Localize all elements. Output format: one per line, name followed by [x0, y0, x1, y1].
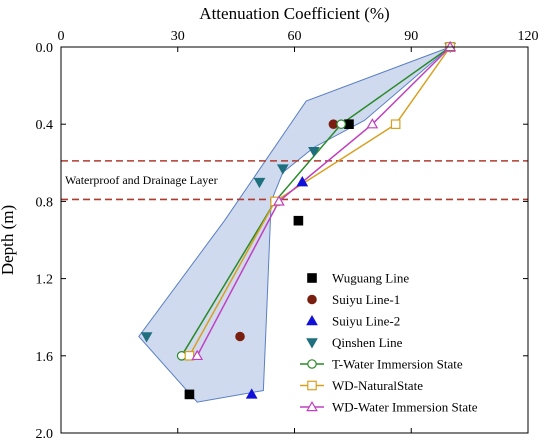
y-tick-label: 1.6	[36, 350, 54, 365]
x-tick-label: 30	[171, 29, 185, 44]
series-7-point-1	[444, 40, 457, 52]
band-annotation: Waterproof and Drainage Layer	[65, 173, 218, 187]
series-3-point-2	[296, 176, 309, 187]
y-tick-label: 0.0	[36, 41, 54, 56]
series-2-point-2	[328, 119, 339, 129]
series-4-point-3	[276, 164, 289, 175]
legend-marker-6	[307, 380, 317, 391]
series-7-point-4	[191, 349, 204, 361]
series-4-point-5	[140, 332, 153, 343]
legend-marker-5	[307, 359, 317, 369]
series-4-point-2	[308, 146, 320, 158]
series-4-point-4	[253, 177, 266, 189]
x-tick-label: 120	[518, 29, 539, 44]
y-tick-label: 0.4	[36, 118, 54, 133]
legend-marker-2	[307, 294, 317, 305]
legend-label-4: Qinshen Line	[332, 335, 403, 350]
envelope-region	[138, 46, 451, 403]
series-1-point-2	[344, 119, 354, 129]
series-7-point-3	[273, 195, 285, 206]
plot-frame	[60, 46, 529, 434]
series-5-point-2	[336, 119, 346, 129]
series-1-point-3	[293, 215, 304, 226]
series-7-point-2	[366, 118, 379, 129]
legend-marker-1	[307, 273, 317, 283]
legend-label-3: Suiyu Line-2	[332, 314, 400, 329]
series-2-point-3	[235, 331, 245, 342]
series-line-5	[180, 46, 451, 357]
y-tick-label: 1.2	[36, 273, 54, 288]
x-tick-label: 0	[58, 29, 65, 44]
series-line-7	[196, 46, 451, 357]
x-axis-title: Attenuation Coefficient (%)	[199, 4, 389, 23]
series-6-point-4	[184, 351, 195, 361]
legend-marker-3	[306, 314, 318, 326]
y-tick-label: 2.0	[36, 427, 54, 442]
y-tick-label: 0.8	[36, 195, 54, 210]
legend-marker-4	[306, 338, 318, 349]
series-6-point-2	[390, 119, 401, 129]
x-tick-label: 90	[404, 29, 418, 44]
series-line-6	[188, 46, 451, 357]
x-tick-label: 60	[288, 29, 302, 44]
series-1-point-4	[184, 389, 195, 400]
legend-label-7: WD-Water Immersion State	[332, 400, 478, 415]
legend-label-6: WD-NaturalState	[332, 378, 423, 393]
legend-label-1: Wuguang Line	[332, 271, 409, 286]
y-axis-title: Depth (m)	[0, 205, 17, 275]
series-3-point-3	[245, 388, 258, 399]
legend-label-5: T-Water Immersion State	[332, 357, 463, 372]
legend-marker-7	[306, 400, 318, 412]
legend-label-2: Suiyu Line-1	[332, 292, 400, 307]
series-5-point-4	[176, 350, 187, 361]
